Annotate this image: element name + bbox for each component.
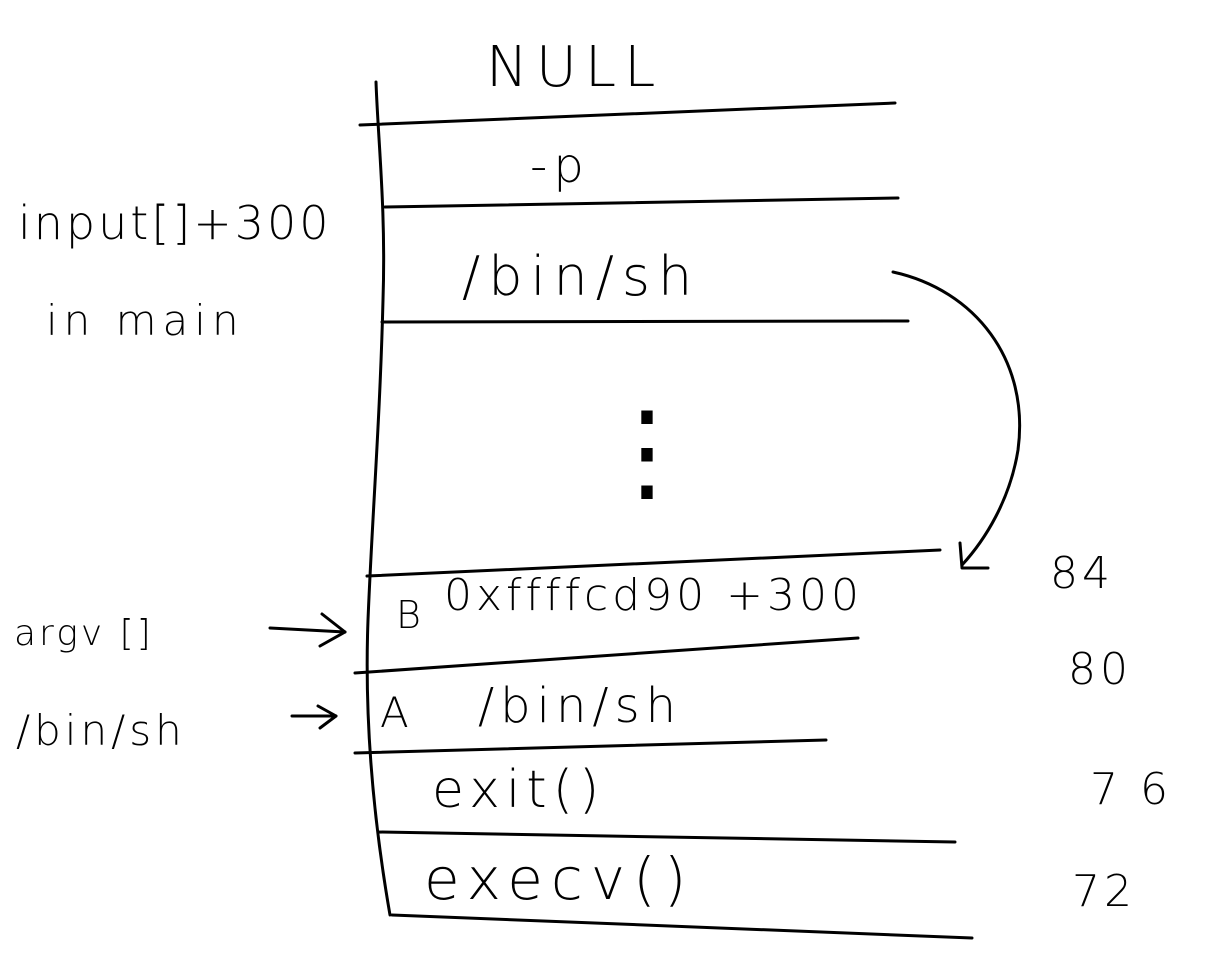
- offset-76: 76: [1090, 764, 1190, 815]
- separator-line: [358, 101, 897, 127]
- separator-line: [353, 738, 828, 755]
- cell-b-tag: B: [396, 593, 427, 637]
- argv-arrow: [268, 626, 347, 634]
- cell-a-tag: A: [380, 688, 415, 737]
- binsh-arrow-head: [316, 704, 338, 730]
- stack-left-wall: [365, 80, 392, 917]
- annotation-binsh: /bin/sh: [16, 706, 186, 755]
- offset-72: 72: [1072, 866, 1136, 917]
- cell-null: NULL: [486, 35, 664, 100]
- cell-binsh-string: /bin/sh: [462, 245, 701, 308]
- cell-exit: exit(): [432, 760, 606, 820]
- cell-execv: execv(): [424, 845, 695, 913]
- argv-arrow-head: [318, 612, 347, 648]
- separator-line: [353, 636, 860, 675]
- offset-84: 84: [1050, 548, 1114, 599]
- annotation-input-line1: input[]+300: [18, 196, 332, 250]
- annotation-input-line2: in main: [46, 296, 245, 345]
- annotation-argv: argv []: [14, 613, 154, 654]
- cell-ellipsis: ⋮: [592, 387, 702, 515]
- cell-a-binsh: /bin/sh: [478, 678, 682, 734]
- separator-line: [376, 830, 957, 844]
- cell-b-address: 0xffffcd90 +300: [444, 570, 863, 621]
- separator-line: [383, 196, 900, 209]
- offset-80: 80: [1068, 644, 1132, 695]
- separator-line: [390, 913, 974, 940]
- separator-line: [365, 548, 942, 578]
- pointer-arrow-head: [958, 541, 990, 570]
- cell-dash-p: -p: [530, 138, 590, 194]
- separator-line: [380, 319, 910, 324]
- pointer-arrow-curve: [891, 270, 1022, 567]
